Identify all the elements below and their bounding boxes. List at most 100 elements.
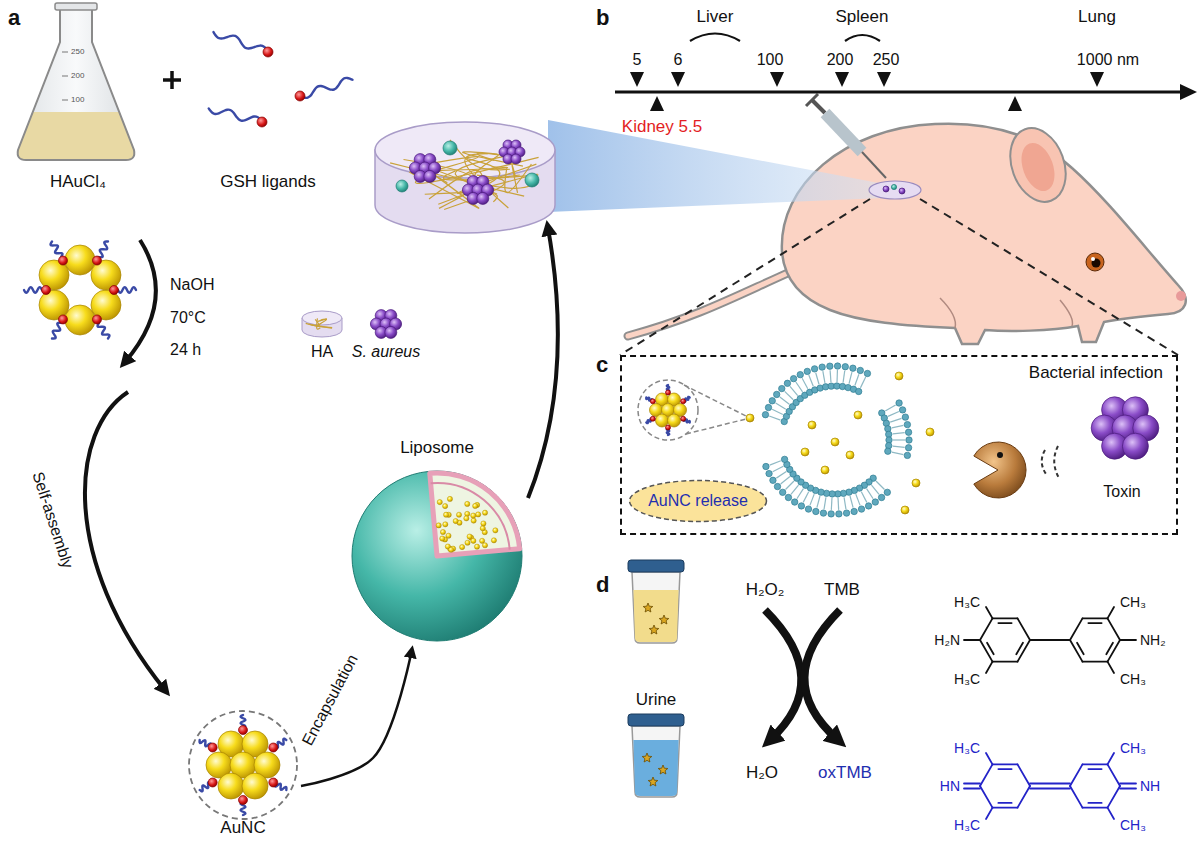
gold-cluster-dot (808, 421, 816, 429)
lipid-head (878, 494, 884, 500)
chem-bond (1077, 643, 1084, 654)
pacman-eye (997, 452, 1003, 458)
chem-bond (1083, 807, 1108, 809)
chem-group: H₃C (954, 594, 980, 610)
chem-group: NH₂ (1140, 632, 1166, 648)
gold-cluster-dot (491, 538, 496, 543)
chem-bond (987, 643, 994, 654)
lipid-tail (817, 496, 820, 508)
chem-bond (998, 622, 1011, 624)
implant (869, 181, 921, 199)
condition-label: 24 h (170, 341, 201, 359)
lipid-head (899, 407, 905, 413)
lipid-head (762, 411, 768, 417)
gold-cluster-dot (821, 466, 829, 474)
gold-cluster-dot (854, 411, 862, 419)
size-marker (770, 72, 784, 87)
loading-arrow (528, 228, 558, 498)
lipid-head (843, 510, 849, 516)
lipid-head (779, 489, 785, 495)
zoom-line (686, 418, 750, 434)
lipid-tail (836, 370, 838, 382)
size-marker (1008, 96, 1022, 111)
zoom-line (920, 199, 1178, 355)
gold-cluster-dot (443, 503, 448, 508)
chem-bond (1070, 640, 1083, 662)
size-marker (877, 72, 891, 87)
ligand-strand (52, 323, 61, 339)
hydrogel-fiber (465, 154, 509, 208)
light-beam (548, 120, 884, 212)
reaction-label: H₂O (746, 763, 778, 783)
lipid-head (769, 398, 775, 404)
chem-group: H₂N (934, 632, 960, 648)
release-ellipse-shape (630, 481, 767, 522)
hydrogel-fiber (444, 175, 504, 209)
node-text: AuNC release (648, 492, 748, 510)
gold-cluster-dot (464, 516, 469, 521)
chem-bond (998, 768, 1011, 770)
panel-c-art (638, 363, 1159, 517)
size-marker (835, 72, 849, 87)
lipid-head (896, 400, 902, 406)
ligand-strand (51, 242, 63, 258)
lipid-tail (867, 489, 874, 499)
lipid-tail (786, 481, 794, 489)
reaction-arrow (765, 610, 801, 740)
axis-head (1180, 84, 1197, 100)
lipid-head (820, 510, 826, 516)
size-value: 5 (633, 51, 642, 69)
eye-highlight (1091, 257, 1095, 261)
lipid-head (885, 448, 891, 454)
gold-cluster-dot (801, 448, 809, 456)
hydrogel-fiber (317, 319, 327, 326)
toxin-pacman (974, 442, 1026, 498)
lipid-tail (876, 481, 884, 489)
lipid-tail (809, 375, 813, 386)
range-arc (845, 35, 880, 41)
mouse-leg (1060, 300, 1073, 326)
chem-bond (1108, 662, 1115, 673)
chem-bond (1088, 622, 1101, 624)
connector-label: Encapsulation (298, 651, 361, 748)
chem-bond (1108, 607, 1115, 618)
flask-tick (62, 52, 68, 53)
cup-liquid (633, 590, 678, 642)
syringe-barrel (825, 113, 862, 152)
toxin-label: Toxin (1103, 483, 1140, 501)
sample-label: Urine (636, 690, 677, 710)
chem-bond (1070, 764, 1083, 786)
gold-cluster-dot (831, 438, 839, 446)
size-marker (650, 96, 664, 111)
gold-cluster-dot (447, 496, 452, 501)
dashed-circle (189, 711, 297, 819)
size-value: 250 (873, 51, 900, 69)
lipid-head (804, 368, 810, 374)
volume-mark: 250 (71, 47, 84, 56)
gold-cluster-dot (465, 511, 470, 516)
range-arc (690, 34, 740, 42)
mouse-body (782, 124, 1186, 344)
lipid-tail (781, 477, 790, 485)
lipid-tail (892, 425, 904, 427)
liposome-sphere: Liposome (350, 438, 524, 645)
flask-rim (55, 3, 97, 10)
sulfur-bead (59, 315, 68, 324)
chem-bond (1108, 753, 1115, 764)
gold-cluster-dot (446, 533, 451, 538)
ligand-strand (209, 108, 262, 122)
gold-cluster-dot (926, 428, 934, 436)
coccus (1122, 433, 1148, 459)
gold-cluster-dot (480, 538, 485, 543)
particle-star (648, 777, 658, 786)
chem-bond (980, 764, 993, 786)
gold-cluster-dot (443, 522, 448, 527)
gold-cluster-dot (471, 538, 476, 543)
gold-cluster-dot (901, 506, 909, 514)
flask-liquid (18, 112, 135, 160)
liposome-cutaway (430, 473, 520, 556)
chem-bond (1083, 617, 1108, 619)
chem-bond (993, 763, 1018, 765)
chem-bond (1030, 639, 1070, 641)
lipid-tail (890, 418, 901, 422)
